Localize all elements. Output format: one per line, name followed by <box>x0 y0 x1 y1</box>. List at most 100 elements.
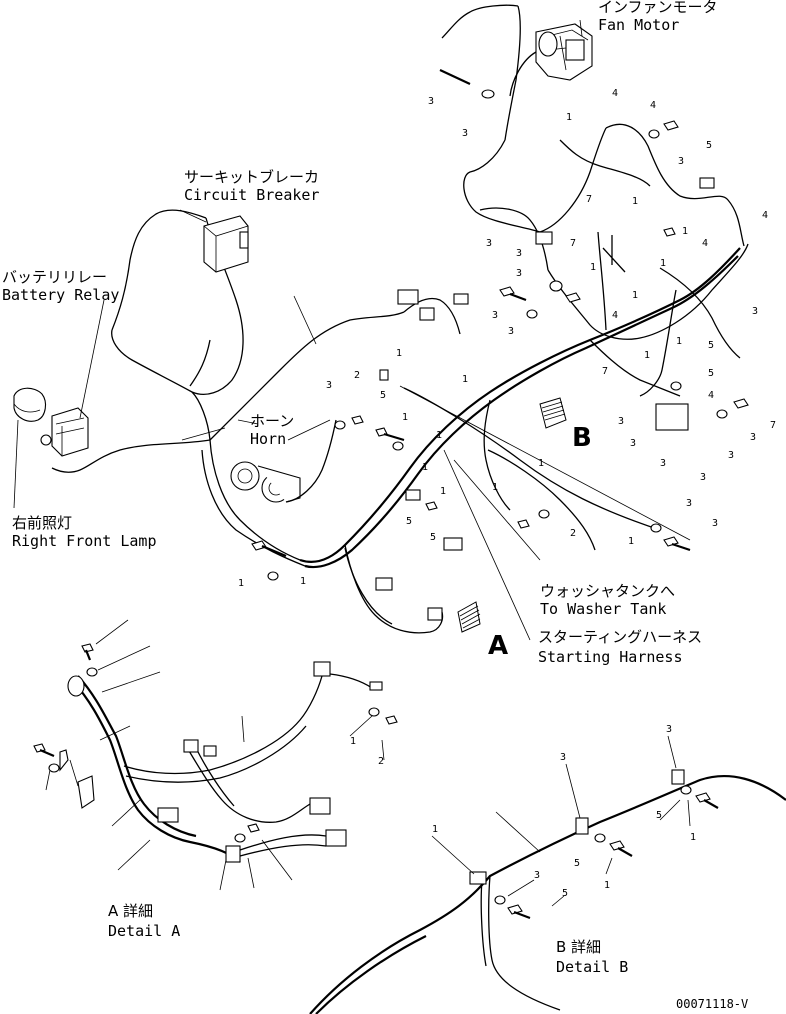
callout: 3 <box>516 268 522 279</box>
callout: 3 <box>728 450 734 461</box>
callout: 1 <box>660 258 666 269</box>
callout: 1 <box>436 430 442 441</box>
battery-relay <box>40 407 89 457</box>
view-arrow-a: A <box>457 601 508 661</box>
detail-b-label-jp: B 詳細 <box>556 938 601 956</box>
callout: 1 <box>492 482 498 493</box>
callout: 4 <box>708 390 714 401</box>
detail-b-label-en: Detail B <box>556 958 628 976</box>
callout: 1 <box>440 486 446 497</box>
starting-harness-label-jp: スターティングハーネス <box>538 628 702 646</box>
callout: 3 <box>486 238 492 249</box>
callout: 1 <box>538 458 544 469</box>
circuit-breaker-label-en: Circuit Breaker <box>184 186 319 204</box>
callout: 5 <box>562 888 568 899</box>
callout: 5 <box>406 516 412 527</box>
horn <box>230 461 301 503</box>
callout: 7 <box>770 420 776 431</box>
callout: 1 <box>644 350 650 361</box>
callout: 1 <box>432 824 438 835</box>
leader-lines <box>13 19 691 641</box>
callout: 3 <box>492 310 498 321</box>
callout: 1 <box>632 290 638 301</box>
callout: 5 <box>380 390 386 401</box>
callout: 3 <box>752 306 758 317</box>
callout: 5 <box>708 340 714 351</box>
circuit-breaker-label-jp: サーキットブレーカ <box>184 168 319 186</box>
callout: 1 <box>566 112 572 123</box>
starting-harness-label-en: Starting Harness <box>538 648 683 666</box>
callout: 3 <box>678 156 684 167</box>
callout: 3 <box>686 498 692 509</box>
callout: 1 <box>396 348 402 359</box>
drawing-code: 00071118-V <box>676 997 748 1011</box>
fan-motor <box>535 23 593 81</box>
view-arrow-b: B <box>539 397 592 453</box>
callout: 1 <box>590 262 596 273</box>
callout: 5 <box>708 368 714 379</box>
detail-a: A 詳細 Detail A <box>33 619 398 940</box>
washer-tank-label-jp: ウォッシャタンクへ <box>540 582 675 600</box>
callout: 3 <box>428 96 434 107</box>
callout: 3 <box>666 724 672 735</box>
callout: 1 <box>462 374 468 385</box>
callout: 5 <box>706 140 712 151</box>
detail-a-label-jp: A 詳細 <box>108 902 153 920</box>
callout: 4 <box>650 100 656 111</box>
callout: 7 <box>602 366 608 377</box>
callout: 5 <box>430 532 436 543</box>
callout: 1 <box>350 736 356 747</box>
callout: 7 <box>586 194 592 205</box>
hardware <box>251 120 749 581</box>
callout: 1 <box>632 196 638 207</box>
detail-b: 1 3 3 1 5 5 1 3 5 B 詳細 Detail B <box>309 724 786 1014</box>
callout: 3 <box>534 870 540 881</box>
callout: 1 <box>604 880 610 891</box>
callout: 3 <box>660 458 666 469</box>
callout: 1 <box>422 462 428 473</box>
callout: 4 <box>612 310 618 321</box>
callout: 4 <box>762 210 768 221</box>
fan-motor-label-en: Fan Motor <box>598 16 679 34</box>
callout: 3 <box>700 472 706 483</box>
callout: 2 <box>570 528 576 539</box>
callout: 7 <box>570 238 576 249</box>
right-front-lamp-label-en: Right Front Lamp <box>12 532 157 550</box>
callout: 5 <box>656 810 662 821</box>
callout: 3 <box>618 416 624 427</box>
fan-motor-label-jp: インファンモータ <box>598 0 718 16</box>
battery-relay-label-en: Battery Relay <box>2 286 119 304</box>
horn-label-jp: ホーン <box>250 412 294 430</box>
callout: 3 <box>712 518 718 529</box>
callout: 3 <box>462 128 468 139</box>
callout: 3 <box>630 438 636 449</box>
callout: 3 <box>560 752 566 763</box>
callout: 3 <box>508 326 514 337</box>
circuit-breaker <box>203 215 249 273</box>
detail-a-label-en: Detail A <box>108 922 180 940</box>
callout: 4 <box>702 238 708 249</box>
callout: 1 <box>690 832 696 843</box>
callout: 3 <box>750 432 756 443</box>
callout: 1 <box>300 576 306 587</box>
callout: 5 <box>574 858 580 869</box>
callout: 1 <box>402 412 408 423</box>
right-front-lamp-label-jp: 右前照灯 <box>12 514 72 532</box>
callout: 1 <box>238 578 244 589</box>
callout: 1 <box>628 536 634 547</box>
battery-relay-label-jp: バッテリリレー <box>2 268 107 286</box>
callout: 2 <box>378 756 384 767</box>
callout: 1 <box>682 226 688 237</box>
connectors <box>375 177 715 621</box>
callout: 4 <box>612 88 618 99</box>
callout-numbers: 3 3 4 4 3 5 1 1 7 4 4 1 1 3 3 7 1 3 3 3 … <box>238 88 776 589</box>
right-front-lamp <box>13 387 47 422</box>
detail-a-callouts: 1 2 <box>350 736 384 767</box>
callout: 3 <box>326 380 332 391</box>
callout: 2 <box>354 370 360 381</box>
horn-label-en: Horn <box>250 430 286 448</box>
washer-tank-label-en: To Washer Tank <box>540 600 666 618</box>
callout: 3 <box>516 248 522 259</box>
